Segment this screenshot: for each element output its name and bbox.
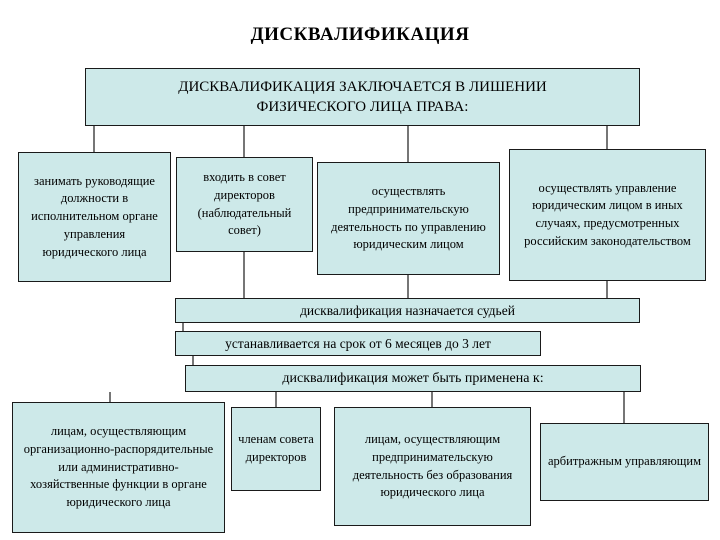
right-box-board-of-directors: входить в совет директоров (наблюдательн…: [176, 157, 313, 252]
right-box-other-cases: осуществлять управление юридическим лицо…: [509, 149, 706, 281]
right-box-entrepreneurial-management: осуществлять предпринимательскую деятель…: [317, 162, 500, 275]
applied-box-individual-entrepreneurs: лицам, осуществляющим предпринимательску…: [334, 407, 531, 526]
right-box-occupy-positions: занимать руководящие должности в исполни…: [18, 152, 171, 282]
main-statement-box: ДИСКВАЛИФИКАЦИЯ ЗАКЛЮЧАЕТСЯ В ЛИШЕНИИ ФИ…: [85, 68, 640, 126]
diagram-title: ДИСКВАЛИФИКАЦИЯ: [250, 24, 470, 45]
bar-applied-to: дисквалификация может быть применена к:: [185, 365, 641, 392]
applied-box-board-members: членам совета директоров: [231, 407, 321, 491]
bar-appointed-by-judge: дисквалификация назначается судьей: [175, 298, 640, 323]
applied-box-arbitration-managers: арбитражным управляющим: [540, 423, 709, 501]
bar-term-duration: устанавливается на срок от 6 месяцев до …: [175, 331, 541, 356]
applied-box-administrative-functions: лицам, осуществляющим организационно-рас…: [12, 402, 225, 533]
